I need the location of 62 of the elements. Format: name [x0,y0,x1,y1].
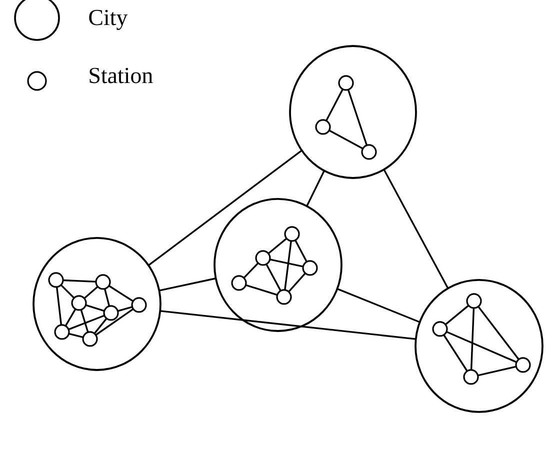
station-link [62,279,96,283]
station-circle [231,275,247,291]
station-link [446,330,517,363]
station-circle [515,357,531,373]
station-link [108,285,134,302]
station-link [326,88,344,122]
station-link [85,304,105,312]
station-link [95,308,134,336]
station-link [478,366,516,376]
station-link [288,272,306,292]
station-link [245,284,278,296]
station-circle [338,75,354,91]
station-link [294,240,308,262]
city-circle [32,237,162,371]
station-link [470,308,475,370]
station-link [347,89,368,146]
station-link [68,332,84,338]
station-circle [466,293,482,309]
station-link [243,262,259,279]
station-link [64,308,76,326]
station-link [68,314,105,330]
station-link [268,238,288,254]
city-link [336,288,420,323]
station-link [266,264,282,292]
city-link [160,310,416,340]
station-circle [82,331,98,347]
legend-label: Station [90,68,153,84]
city-circle [414,279,544,413]
station-circle [315,119,331,135]
city-link [306,170,325,207]
city-circle [214,198,342,332]
station-circle [103,305,119,321]
station-link [104,288,110,306]
station-circle [284,226,300,242]
station-link [270,258,304,268]
station-link [443,334,468,372]
city-circle [289,45,417,179]
station-link [84,286,98,300]
station-link [328,130,364,150]
station-link [56,286,62,326]
station-circle [131,297,147,313]
station-circle [255,250,271,266]
station-circle [302,260,318,276]
city-link [159,278,216,292]
station-circle [54,324,70,340]
city-link [148,150,302,266]
legend-label: City [89,10,128,30]
station-link [444,304,470,326]
station-link [80,309,89,333]
station-circle [276,289,292,305]
station-link [478,306,520,360]
city-link [383,169,449,289]
station-circle [361,144,377,160]
station-link [118,306,133,312]
station-circle [463,369,479,385]
station-circle [95,274,111,290]
station-link [60,284,75,299]
station-circle [48,272,64,288]
station-circle [432,321,448,337]
station-link [284,240,292,290]
station-link [94,318,108,334]
station-circle [71,295,87,311]
